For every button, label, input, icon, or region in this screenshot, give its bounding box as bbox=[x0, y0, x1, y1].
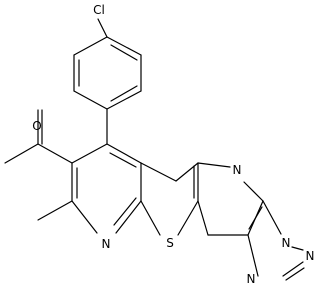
bond bbox=[247, 234, 259, 277]
bond bbox=[37, 200, 73, 221]
bond bbox=[71, 143, 108, 164]
bond bbox=[177, 200, 199, 236]
bond bbox=[243, 181, 264, 202]
bond bbox=[71, 200, 98, 234]
bond bbox=[197, 162, 231, 168]
bond bbox=[140, 162, 177, 182]
bond bbox=[285, 267, 305, 281]
bond bbox=[110, 85, 138, 102]
bonds bbox=[4, 18, 305, 281]
bond bbox=[106, 143, 142, 164]
bond bbox=[106, 36, 142, 56]
bond bbox=[109, 152, 137, 168]
bond bbox=[73, 36, 108, 56]
bond bbox=[106, 90, 142, 110]
bond bbox=[113, 197, 137, 226]
atom-labels: Cl O N S N N N N bbox=[32, 3, 314, 286]
bond bbox=[37, 143, 73, 164]
bond bbox=[197, 200, 209, 236]
atom-cl: Cl bbox=[93, 3, 105, 17]
atom-n-pyridine: N bbox=[102, 237, 111, 251]
atom-n-bridge: N bbox=[282, 236, 291, 250]
bond bbox=[110, 44, 138, 61]
bond bbox=[291, 246, 304, 251]
bond bbox=[175, 162, 199, 182]
bond bbox=[248, 206, 263, 230]
atom-n-triazole-right: N bbox=[306, 249, 315, 263]
bond bbox=[4, 143, 39, 164]
bond bbox=[115, 200, 142, 234]
bond bbox=[282, 261, 304, 277]
bond bbox=[262, 200, 282, 235]
atom-s: S bbox=[166, 236, 174, 250]
bond bbox=[73, 90, 108, 110]
bond bbox=[140, 200, 161, 236]
atom-n-pyrimidine-top: N bbox=[233, 163, 242, 177]
atom-n-triazole-bottom: N bbox=[247, 272, 256, 286]
bond bbox=[97, 18, 108, 38]
atom-o: O bbox=[32, 119, 41, 133]
